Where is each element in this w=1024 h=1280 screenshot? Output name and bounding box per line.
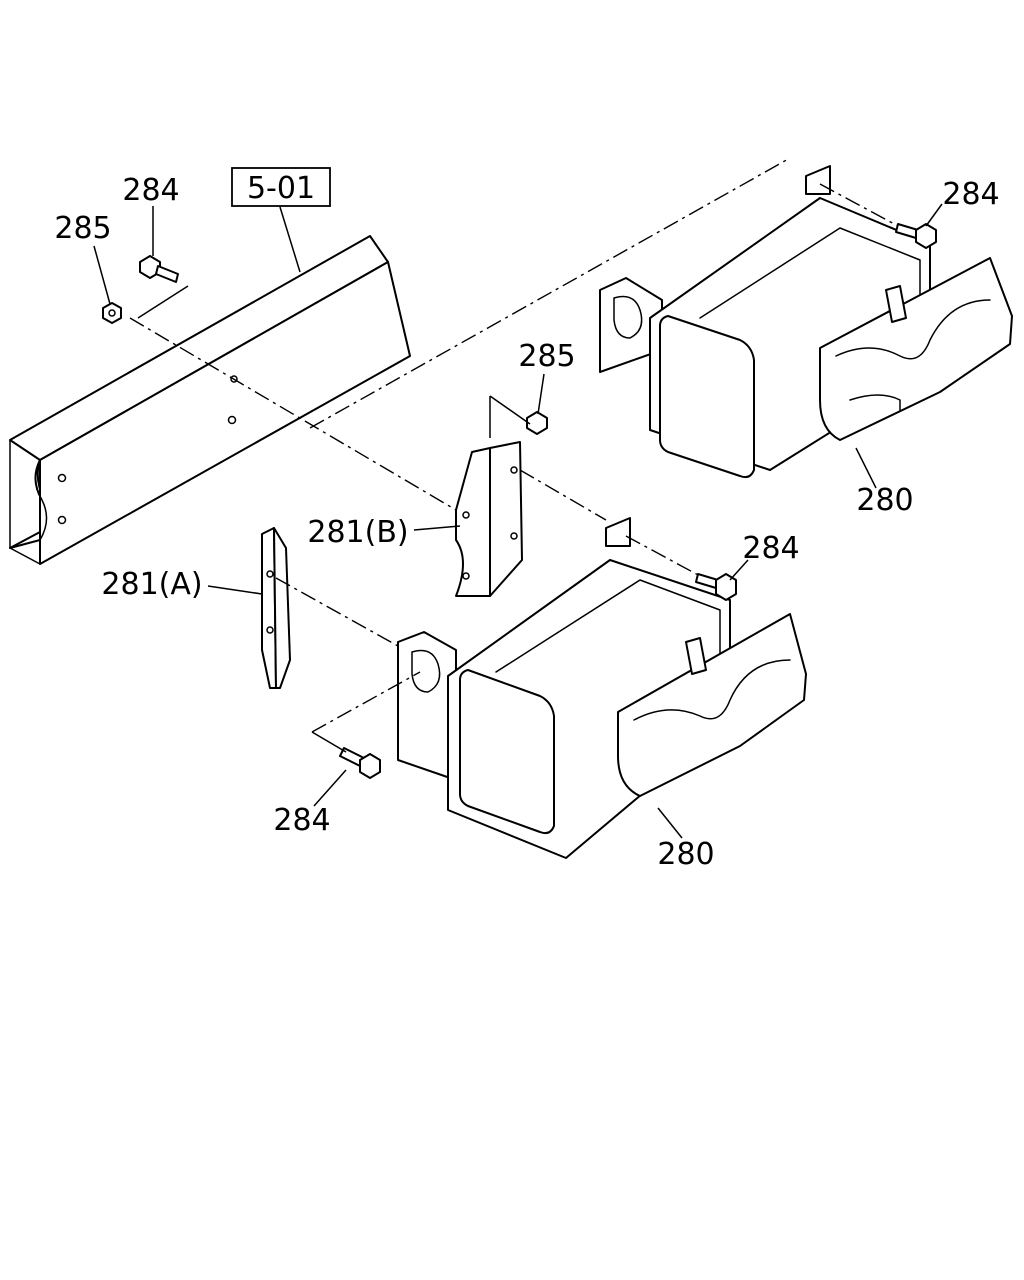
reference-box-frame: [231, 167, 331, 207]
callout-285-top-left: 285: [54, 211, 111, 246]
step-assembly-280-upper: [599, 165, 1013, 479]
callout-labels: 284 285 284 285 281(B) 281(A) 284 280 28…: [54, 173, 999, 872]
nut-285-middle: [526, 411, 548, 435]
callout-284-top-left: 284: [122, 173, 179, 208]
reference-box: 5-01: [231, 167, 331, 207]
bolt-284-top-left: [139, 255, 179, 283]
leader-lines: [93, 203, 943, 839]
callout-285-middle: 285: [518, 339, 575, 374]
bolt-284-top-right: [895, 223, 937, 249]
nut-285-top-left: [102, 302, 122, 324]
callout-281b: 281(B): [307, 515, 408, 550]
bolt-284-bottom: [339, 747, 381, 779]
callout-284-bottom: 284: [273, 803, 330, 838]
bolt-284-middle-right: [695, 573, 737, 601]
callout-281a: 281(A): [101, 567, 202, 602]
bracket-281b: [455, 441, 523, 597]
callout-280-upper: 280: [856, 483, 913, 518]
callout-280-lower: 280: [657, 837, 714, 872]
bracket-281a: [261, 527, 291, 689]
callout-284-top-right: 284: [942, 177, 999, 212]
reference-label: 5-01: [247, 171, 315, 206]
frame-rail: [9, 235, 411, 565]
callout-284-middle-right: 284: [742, 531, 799, 566]
assembly-center-lines: [129, 157, 899, 733]
step-assembly-280-lower: [397, 517, 807, 859]
